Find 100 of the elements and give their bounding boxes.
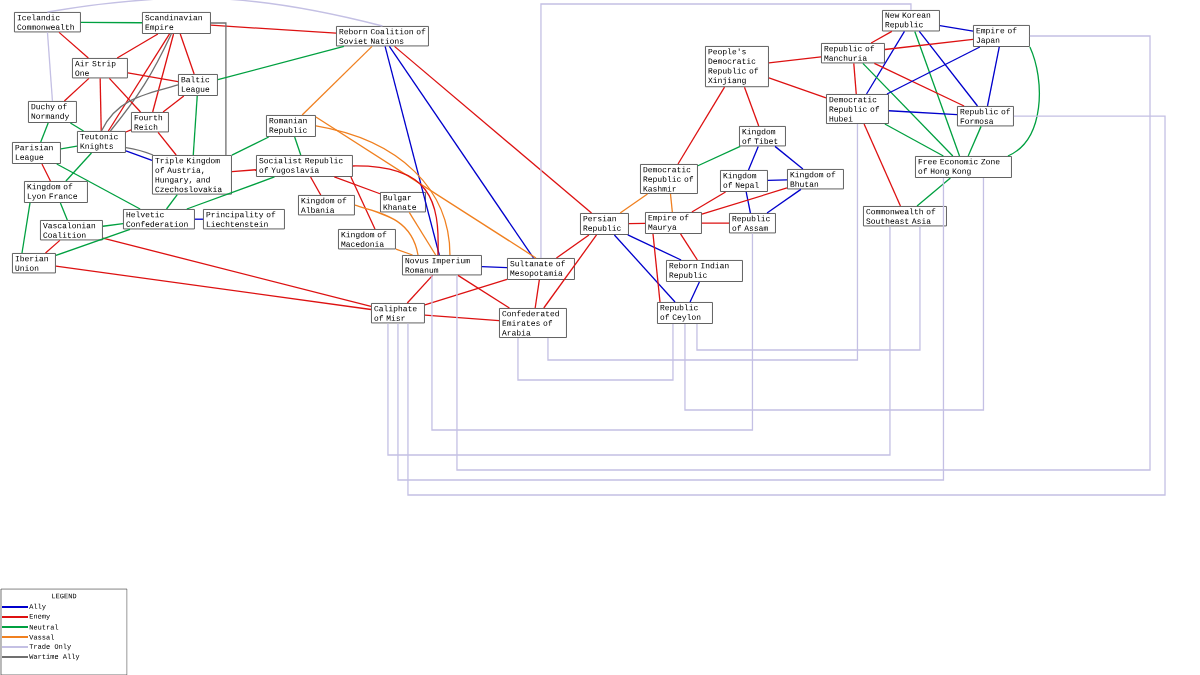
country-box: Scandinavian Empire [142,12,211,34]
relation-line [192,95,198,156]
relation-line [55,228,131,257]
relation-line [387,225,891,456]
relation-line [888,110,958,116]
country-box: Kingdom of Bhutan [787,169,844,190]
relation-line [696,225,921,351]
relation-line [294,136,302,156]
relation-line [384,45,440,256]
relation-line [46,31,54,102]
country-box: Socialist Republic of Yugoslavia [256,155,353,177]
relation-line [56,163,141,210]
country-box: Empire of Japan [973,25,1030,47]
relation-line [108,77,142,113]
relation-line [231,136,270,156]
relation-line [388,45,535,259]
relation-line [116,33,159,59]
country-box: Iberian Union [12,253,56,274]
country-box: Novus Imperium Romanum [402,255,482,276]
relation-line [424,278,508,306]
relation-line [333,176,381,195]
relation-line [352,165,439,256]
relation-line [627,234,682,261]
country-box: Icelandic Commonwealth [14,12,81,33]
country-box: Parisian League [12,142,61,164]
relation-line [21,202,31,254]
relation-line [210,24,337,34]
relation-line [873,62,965,107]
country-box: Confederated Emirates of Arabia [499,308,567,338]
country-box: Kingdom of Tibet [739,126,786,147]
relation-line [102,223,124,227]
relation-line [69,122,85,132]
relation-line [41,163,52,182]
relation-line [967,125,982,157]
relation-line [40,122,49,143]
country-box: Caliphate of Misr [371,303,425,324]
relation-line [684,177,985,411]
relation-line [613,234,676,303]
country-box: Persian Republic [580,213,629,235]
relation-line [210,22,227,156]
relation-line [165,193,178,210]
relation-line [691,191,727,213]
relation-line [354,204,419,256]
relation-line [100,84,179,132]
relation-line [914,30,961,157]
relation-line [60,145,78,150]
relation-line [768,77,827,99]
relation-line [547,123,859,361]
relation-line [884,38,974,51]
relation-line [46,0,384,27]
relation-line [125,150,153,161]
relation-line [315,125,451,256]
country-box: Kingdom of Macedonia [338,229,396,250]
country-box: Baltic League [178,74,218,96]
relation-line [697,145,741,167]
relation-line [59,202,68,221]
relation-line [179,33,195,75]
relation-line [152,33,175,113]
relation-line [986,46,1000,107]
relation-line [743,86,760,127]
relation-line [870,30,893,44]
relation-line [162,95,185,113]
country-box: Democratic Republic of Hubei [826,94,889,124]
relation-line [774,145,804,170]
relation-line [669,193,673,213]
relation-line [534,279,540,309]
relation-line [853,62,857,95]
relation-line [555,234,590,259]
country-box: Bulgar Khanate [380,192,426,213]
country-box: Reborn Coalition of Soviet Nations [336,26,429,47]
relation-line [886,46,981,95]
country-box: Reborn Indian Republic [666,260,743,282]
country-box: Republic of Manchuria [821,43,885,64]
country-box: Kingdom of Albania [298,195,355,216]
relation-line [918,30,979,107]
country-box: Republic of Assam [729,213,776,234]
country-box: Republic of Formosa [957,106,1014,127]
relation-line [628,222,646,225]
country-box: Kingdom of Nepal [720,170,768,192]
relation-line [689,281,700,303]
relation-line [44,239,61,254]
relation-line [481,266,508,269]
country-box: Principality of Liechtenstein [203,209,285,230]
relation-line [407,115,1166,496]
country-box: Air Strip One [72,58,128,79]
country-box: Empire of Maurya [645,212,702,234]
country-box: Fourth Reich [131,112,169,133]
relation-line [677,86,726,165]
relation-line [231,169,257,173]
relation-line [884,123,945,157]
relation-line [99,77,102,132]
relation-line [301,45,373,116]
relation-line [125,146,154,156]
relation-line [217,45,345,81]
relation-line [431,232,754,431]
relation-line [157,131,177,156]
country-box: Democratic Republic of Kashmir [640,164,698,194]
relation-line [194,218,204,220]
relation-line [679,233,698,261]
country-box: Triple Kingdom of Austria, Hungary, and Czechoslovakia [152,155,232,195]
